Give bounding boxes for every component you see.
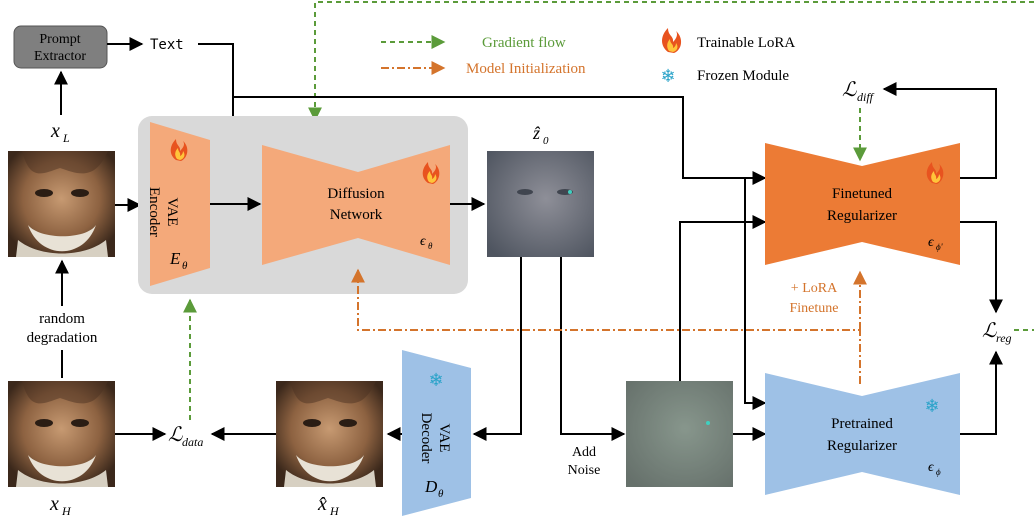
finetuned-label-line1: Finetuned: [832, 186, 892, 202]
diffusion-label-line1: Diffusion: [327, 186, 385, 202]
loss-diff: ℒ diff: [842, 79, 875, 104]
arrow-z0-to-noise: [560, 257, 626, 441]
svg-text:H: H: [329, 504, 340, 518]
gradient-flow-to-diffusion: [308, 1, 1034, 122]
svg-text:H: H: [61, 504, 72, 518]
svg-text:ẑ: ẑ: [532, 123, 541, 143]
decoder-label-line1: VAE: [436, 424, 452, 453]
lora-finetune-bg: [778, 276, 852, 318]
model-init-line: [357, 270, 861, 384]
svg-text:E: E: [169, 249, 181, 268]
prompt-extractor-line1: Prompt: [39, 32, 80, 47]
legend-snowflake-icon: ❄: [660, 66, 675, 86]
lora-finetune-line1: + LoRA: [791, 281, 838, 296]
svg-text:diff: diff: [857, 90, 875, 104]
input-hq-image: [8, 381, 115, 487]
label-z0: ẑ 0: [532, 123, 549, 147]
encoder-symbol: E θ: [169, 249, 188, 272]
arrow-pretrained-to-lreg: [960, 350, 1003, 435]
prompt-extractor-box: [13, 25, 108, 69]
loss-data: ℒ data: [168, 424, 203, 449]
label-x-H: x H: [49, 493, 72, 518]
add-noise-line2: Noise: [568, 463, 601, 478]
legend-gradient-label: Gradient flow: [482, 35, 566, 51]
arrow-noise-to-finetuned: [679, 215, 767, 381]
legend-frozen-label: Frozen Module: [697, 68, 789, 84]
diffusion-symbol: ϵ θ: [420, 234, 433, 251]
svg-text:x: x: [49, 493, 59, 515]
svg-text:L: L: [62, 131, 70, 145]
pretrained-regularizer-left: [765, 373, 862, 495]
svg-text:ℒ: ℒ: [982, 320, 997, 342]
add-noise-line1: Add: [572, 445, 596, 460]
pretrained-label-line2: Regularizer: [827, 438, 897, 454]
degradation-label-bg: [22, 306, 104, 350]
finetuned-symbol: ϵ ϕ': [928, 235, 944, 252]
lora-finetune-line2: Finetune: [790, 301, 839, 316]
diffusion-network-left: [262, 145, 358, 265]
svg-text:x: x: [50, 120, 60, 142]
pretrained-label-line1: Pretrained: [831, 416, 893, 432]
loss-reg: ℒ reg: [982, 320, 1012, 345]
svg-text:ℒ: ℒ: [842, 79, 857, 101]
vae-decoder-block: [402, 350, 471, 516]
decoder-label-line2: Decoder: [418, 413, 434, 464]
pretrained-symbol: ϵ ϕ: [928, 460, 941, 477]
arrow-finetuned-to-ldiff: [882, 82, 997, 179]
svg-text:ϵ: ϵ: [928, 460, 935, 475]
arrow-z0-to-decoder: [472, 257, 522, 441]
svg-text:reg: reg: [996, 331, 1012, 345]
svg-text:θ: θ: [182, 260, 188, 272]
finetuned-regularizer-left: [765, 143, 862, 265]
encoder-fire-icon: [170, 139, 188, 161]
svg-text:ϵ: ϵ: [420, 234, 427, 249]
svg-text:D: D: [424, 477, 438, 496]
degradation-line2: degradation: [27, 330, 98, 346]
svg-text:θ: θ: [428, 241, 433, 251]
arrow-text-to-pretrained: [744, 178, 767, 410]
encoder-label-line1: VAE: [164, 198, 180, 227]
arrow-text-to-finetuned: [233, 96, 767, 185]
label-x-hat-H: x̂ H: [317, 493, 340, 518]
arrow-finetuned-to-lreg: [960, 221, 1003, 314]
pretrained-snowflake-icon: ❄: [924, 396, 939, 416]
diffusion-label-line2: Network: [330, 207, 383, 223]
legend-fire-icon: [662, 28, 682, 53]
text-token: Text: [150, 37, 184, 53]
finetuned-label-line2: Regularizer: [827, 208, 897, 224]
legend-init-label: Model Initialization: [466, 61, 586, 77]
decoder-snowflake-icon: ❄: [428, 370, 443, 390]
svg-text:x̂: x̂: [317, 493, 327, 515]
diffusion-fire-icon: [422, 162, 440, 184]
finetuned-regularizer-right: [862, 143, 960, 265]
input-lq-image: [8, 151, 115, 257]
finetuned-fire-icon: [926, 162, 944, 184]
encoder-label-line2: Encoder: [146, 187, 162, 237]
svg-text:ϵ: ϵ: [928, 235, 935, 250]
svg-text:0: 0: [543, 135, 549, 147]
degradation-line1: random: [39, 311, 85, 327]
vae-encoder-block: [150, 122, 210, 286]
noisy-latent-image: [626, 381, 733, 487]
pretrained-regularizer-right: [862, 373, 960, 495]
svg-text:ϕ': ϕ': [936, 242, 944, 252]
label-x-L: x L: [50, 120, 70, 145]
decoder-symbol: D θ: [424, 477, 444, 500]
legend-trainable-label: Trainable LoRA: [697, 35, 795, 51]
prompt-extractor-line2: Extractor: [34, 49, 86, 64]
svg-text:data: data: [182, 435, 203, 449]
svg-text:ℒ: ℒ: [168, 424, 183, 446]
latent-z0-image: [487, 151, 594, 257]
svg-text:θ: θ: [438, 488, 444, 500]
svg-text:ϕ: ϕ: [936, 467, 941, 477]
output-sr-image: [276, 381, 383, 487]
